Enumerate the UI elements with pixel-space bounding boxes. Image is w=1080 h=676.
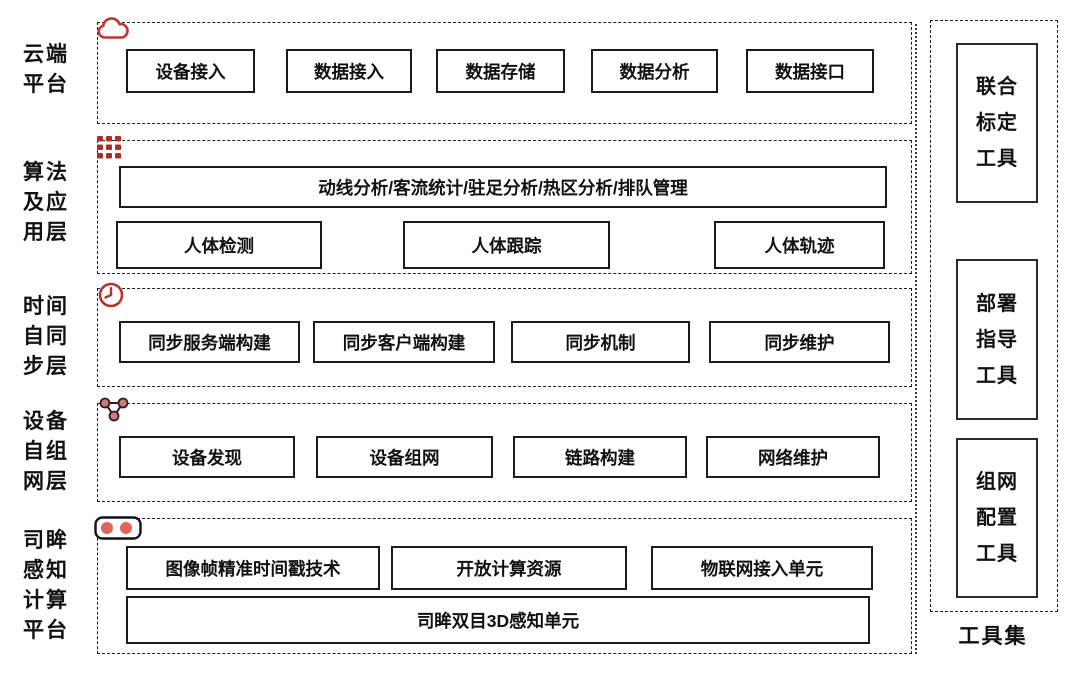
- tool-label-line: 组网: [976, 471, 1018, 493]
- diagram-box: 人体轨迹: [714, 221, 885, 269]
- layer-box-time-sync: 同步服务端构建 同步客户端构建 同步机制 同步维护: [97, 282, 912, 387]
- label-line: 及应: [23, 191, 69, 214]
- box-label: 数据分析: [619, 61, 690, 82]
- label-line: 算法: [23, 161, 69, 184]
- diagram-box: 同步服务端构建: [119, 321, 300, 363]
- layer-label-time-sync: 时间 自同 步层: [0, 292, 92, 382]
- grid-icon: [97, 136, 124, 161]
- layer-box-cloud-platform: 设备接入 数据接入 数据存储 数据分析 数据接口: [97, 17, 912, 124]
- clock-icon: [96, 280, 126, 310]
- box-label: 数据接入: [314, 61, 384, 82]
- section-divider: [915, 24, 917, 654]
- diagram-box: 设备组网: [316, 436, 493, 478]
- box-label: 动线分析/客流统计/驻足分析/热区分析/排队管理: [318, 177, 688, 198]
- box-label: 人体检测: [184, 235, 254, 256]
- diagram-box: 数据接口: [746, 49, 874, 93]
- layer-label-device-network: 设备 自组 网层: [0, 407, 92, 497]
- box-label: 设备接入: [155, 61, 226, 82]
- diagram-box: 人体检测: [116, 221, 322, 269]
- diagram-box: 人体跟踪: [403, 221, 610, 269]
- label-line: 平台: [23, 73, 69, 96]
- box-label: 设备组网: [369, 447, 440, 468]
- label-line: 自组: [23, 440, 69, 463]
- tool-box-network-config: 组网 配置 工具: [956, 438, 1038, 598]
- box-label: 数据接口: [775, 61, 845, 82]
- box-label: 开放计算资源: [456, 558, 562, 579]
- label-line: 时间: [23, 295, 69, 318]
- tool-label-line: 配置: [976, 507, 1018, 529]
- box-label: 物联网接入单元: [700, 558, 824, 579]
- diagram-box: 数据接入: [286, 49, 412, 93]
- label-line: 云端: [23, 43, 69, 66]
- box-label: 人体轨迹: [764, 235, 835, 256]
- diagram-box: 图像帧精准时间戳技术: [126, 546, 380, 590]
- layer-box-algorithm-application: 动线分析/客流统计/驻足分析/热区分析/排队管理 人体检测 人体跟踪 人体轨迹: [97, 136, 912, 274]
- diagram-box: 同步维护: [709, 321, 890, 363]
- tool-box-joint-calibration: 联合 标定 工具: [956, 43, 1038, 203]
- layer-label-perception-platform: 司眸 感知 计算 平台: [0, 526, 92, 646]
- layer-box-perception-platform: 图像帧精准时间戳技术 开放计算资源 物联网接入单元 司眸双目3D感知单元: [94, 516, 912, 654]
- diagram-box: 同步客户端构建: [313, 321, 495, 363]
- cloud-icon: [95, 15, 131, 43]
- diagram-box: 数据存储: [436, 49, 565, 93]
- label-line: 设备: [23, 410, 69, 433]
- box-label: 人体跟踪: [471, 235, 542, 256]
- tool-label-line: 指导: [976, 328, 1018, 351]
- tool-label-line: 联合: [976, 76, 1018, 98]
- box-label: 司眸双目3D感知单元: [416, 610, 580, 631]
- diagram-box: 网络维护: [706, 436, 880, 478]
- box-label: 同步客户端构建: [342, 332, 466, 353]
- box-label: 设备发现: [172, 447, 242, 468]
- label-line: 计算: [23, 589, 69, 612]
- layer-label-algorithm-application: 算法 及应 用层: [0, 158, 92, 248]
- diagram-box: 物联网接入单元: [651, 546, 873, 590]
- tool-label-line: 工具: [976, 543, 1018, 565]
- tool-label-line: 工具: [976, 364, 1018, 387]
- label-line: 步层: [23, 355, 69, 378]
- label-line: 网层: [23, 470, 69, 493]
- label-line: 司眸: [23, 529, 69, 552]
- box-label: 图像帧精准时间戳技术: [165, 558, 341, 579]
- network-icon: [96, 396, 134, 428]
- tool-label-line: 工具: [976, 148, 1018, 170]
- box-label: 数据存储: [465, 61, 536, 82]
- layer-label-cloud-platform: 云端 平台: [0, 40, 92, 100]
- diagram-box: 开放计算资源: [391, 546, 627, 590]
- diagram-box: 数据分析: [591, 49, 718, 93]
- toolset-label: 工具集: [958, 625, 1028, 648]
- stereo-camera-icon: [94, 516, 146, 544]
- label-line: 感知: [23, 559, 69, 582]
- tool-label-line: 标定: [976, 112, 1018, 134]
- box-label: 同步维护: [764, 332, 835, 353]
- tool-label-line: 部署: [976, 292, 1018, 315]
- label-line: 平台: [23, 619, 69, 642]
- diagram-box: 链路构建: [513, 436, 687, 478]
- diagram-box: 设备接入: [126, 49, 255, 93]
- diagram-box: 同步机制: [511, 321, 690, 363]
- box-label: 网络维护: [758, 447, 828, 468]
- box-label: 同步机制: [565, 332, 636, 353]
- label-line: 用层: [23, 221, 69, 244]
- box-label: 同步服务端构建: [148, 332, 271, 353]
- layer-box-device-network: 设备发现 设备组网 链路构建 网络维护: [97, 397, 912, 502]
- diagram-box: 设备发现: [119, 436, 295, 478]
- label-line: 自同: [23, 325, 69, 348]
- diagram-box-wide: 动线分析/客流统计/驻足分析/热区分析/排队管理: [119, 166, 887, 208]
- toolset-container: 联合 标定 工具 部署 指导 工具 组网 配置 工具: [930, 20, 1058, 612]
- box-label: 链路构建: [565, 447, 635, 468]
- diagram-box-wide: 司眸双目3D感知单元: [126, 596, 870, 644]
- tool-box-deployment-guide: 部署 指导 工具: [956, 259, 1038, 420]
